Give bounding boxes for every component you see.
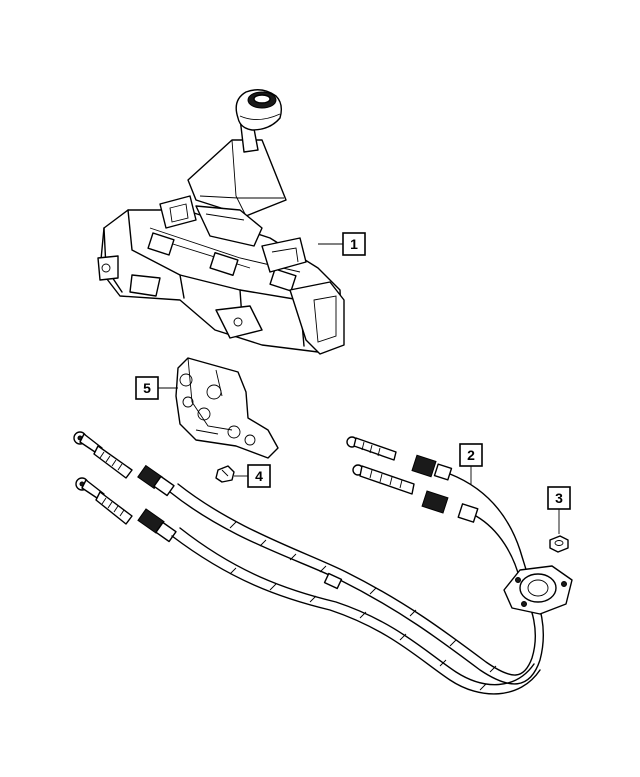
gearshift-cable: [73, 431, 573, 695]
callout-4: 4: [234, 464, 271, 488]
callout-3-label: 3: [555, 490, 563, 506]
callout-1-label: 1: [350, 236, 358, 252]
gear-shifter-assembly: [97, 89, 345, 355]
callout-3: 3: [547, 486, 571, 534]
bolt: [215, 465, 235, 483]
callout-1: 1: [318, 232, 366, 256]
callout-5: 5: [135, 376, 178, 400]
callout-5-label: 5: [143, 380, 151, 396]
callout-2: 2: [459, 443, 483, 484]
callout-4-label: 4: [255, 468, 263, 484]
bracket: [175, 357, 279, 459]
callout-2-label: 2: [467, 447, 475, 463]
nut: [549, 535, 569, 553]
